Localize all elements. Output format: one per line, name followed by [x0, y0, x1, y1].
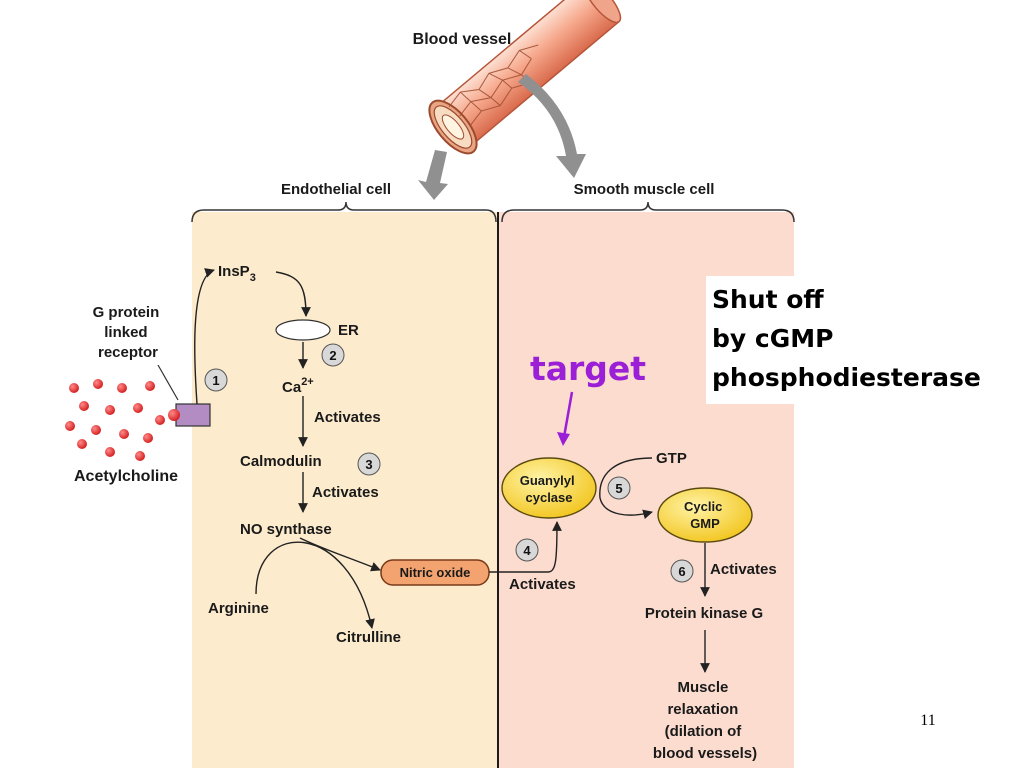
gtp-to-cyclic-gmp-arrow — [599, 457, 653, 520]
activates-label-1: Activates — [314, 409, 381, 426]
step-marker-3: 3 — [357, 452, 381, 476]
nitric-oxide-to-guanylyl-arrow — [489, 521, 562, 573]
cyclic-gmp-label: Cyclic GMP — [684, 499, 726, 531]
step-marker-2: 2 — [321, 343, 345, 367]
er-label: ER — [338, 322, 359, 339]
target-pointer-arrow — [562, 391, 574, 438]
guanylyl-cyclase-enzyme — [501, 457, 597, 519]
nitric-oxide-label: Nitric oxide — [400, 565, 471, 580]
guanylyl-cyclase-label: Guanylyl cyclase — [520, 473, 579, 505]
receptor-to-insp3-arrow — [194, 268, 215, 405]
calmodulin-label: Calmodulin — [240, 453, 322, 470]
step-marker-6: 6 — [670, 559, 694, 583]
target-annotation: target — [530, 349, 646, 388]
insp3-label: InsP3 — [218, 263, 256, 284]
no-synthase-label: NO synthase — [240, 521, 332, 538]
svg-text:5: 5 — [615, 481, 622, 496]
smooth-muscle-brace — [501, 201, 795, 223]
svg-text:2: 2 — [329, 348, 336, 363]
nos-to-nitric-oxide-arrow — [299, 537, 381, 572]
page-number: 11 — [920, 712, 935, 729]
receptor-pointer-line — [157, 364, 179, 401]
vessel-to-endothelial-arrow — [418, 150, 448, 200]
ca-label: Ca2+ — [282, 376, 314, 396]
vessel-to-smooth-muscle-arrow — [518, 74, 586, 178]
phosphodiesterase-note-box — [706, 276, 1012, 404]
acetylcholine-molecules — [65, 379, 180, 461]
step-marker-5: 5 — [607, 476, 631, 500]
acetylcholine-label: Acetylcholine — [74, 468, 178, 485]
phosphodiesterase-note: Shut off by cGMP phosphodiesterase — [712, 285, 981, 392]
receptor-label: G protein linked receptor — [93, 304, 164, 361]
insp3-to-er-arrow — [275, 271, 311, 317]
activates-label-2: Activates — [312, 484, 379, 501]
citrulline-label: Citrulline — [336, 629, 401, 646]
target-pointer-arrowhead — [557, 432, 570, 446]
protein-kinase-g-label: Protein kinase G — [645, 605, 763, 622]
activates-label-4: Activates — [710, 561, 777, 578]
endothelial-cell-region — [192, 212, 498, 768]
cyclic-gmp-molecule — [657, 487, 753, 543]
muscle-relaxation-label: Muscle relaxation (dilation of blood ves… — [653, 679, 757, 762]
step-marker-1: 1 — [204, 368, 228, 392]
blood-vessel-illustration: Blood vessel — [413, 0, 622, 200]
activates-label-3: Activates — [509, 576, 576, 593]
smooth-muscle-cell-label: Smooth muscle cell — [574, 181, 715, 198]
svg-text:6: 6 — [678, 564, 685, 579]
arginine-to-citrulline-arrow — [255, 541, 375, 629]
gtp-label: GTP — [656, 450, 687, 467]
arginine-label: Arginine — [208, 600, 269, 617]
svg-text:4: 4 — [523, 543, 531, 558]
svg-text:1: 1 — [212, 373, 219, 388]
endothelial-cell-label: Endothelial cell — [281, 181, 391, 198]
g-protein-receptor — [175, 403, 211, 427]
endothelial-brace — [191, 201, 497, 223]
er-organelle — [275, 319, 331, 341]
blood-vessel-label: Blood vessel — [413, 31, 512, 48]
step-marker-4: 4 — [515, 538, 539, 562]
svg-text:3: 3 — [365, 457, 372, 472]
